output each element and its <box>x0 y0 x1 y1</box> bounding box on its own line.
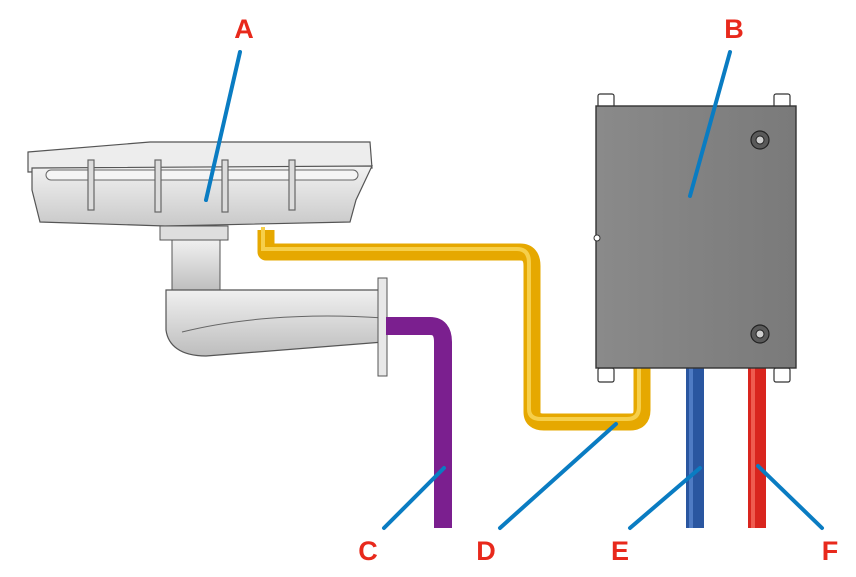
wall-bracket-arm <box>165 289 385 357</box>
callout-c: C <box>358 536 378 566</box>
housing-neck <box>159 225 229 241</box>
sunshield <box>27 141 373 173</box>
leader-line-a <box>204 50 242 202</box>
housing-body <box>31 165 373 227</box>
callout-e: E <box>611 536 629 566</box>
swivel-joint <box>171 239 221 293</box>
callout-d: D <box>476 536 496 566</box>
purple-conduit <box>386 317 452 528</box>
red-conduit <box>748 368 766 528</box>
mounting-tabs <box>597 93 791 383</box>
leader-line-b <box>688 50 732 198</box>
leader-line-d <box>498 422 618 530</box>
leader-lines <box>204 50 824 530</box>
blue-conduit <box>686 368 704 528</box>
box-hinge <box>593 234 601 242</box>
camera-housing <box>27 141 388 377</box>
lock-screw-top-icon <box>750 130 770 150</box>
leader-line-e <box>628 466 702 530</box>
junction-box <box>593 93 797 383</box>
lock-screw-bottom-icon <box>750 324 770 344</box>
callout-b: B <box>724 14 744 44</box>
housing-ribs <box>87 159 296 213</box>
leader-line-c <box>382 466 446 530</box>
wall-plate <box>377 277 388 377</box>
leader-line-f <box>756 464 824 530</box>
callout-f: F <box>822 536 839 566</box>
callout-labels: A B C D E F <box>234 14 838 566</box>
housing-slot <box>45 169 359 181</box>
callout-a: A <box>234 14 254 44</box>
